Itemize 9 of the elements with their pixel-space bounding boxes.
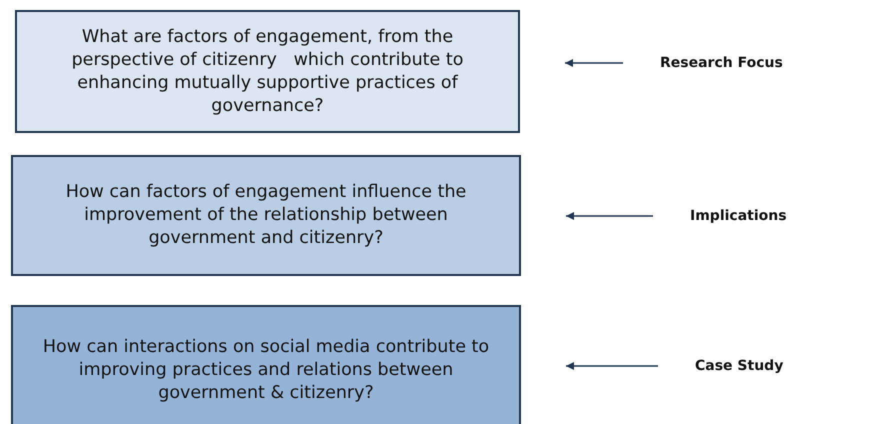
arrow xyxy=(566,212,653,220)
stage-label: Research Focus xyxy=(660,51,870,75)
arrow xyxy=(565,59,623,67)
question-box: How can factors of engagement influence the improvement of the relationship between government and citizenry? xyxy=(11,155,521,276)
stage-label: Implications xyxy=(690,204,870,228)
question-box: What are factors of engagement, from the perspective of citizenry which contribute to enhancing mutually supportive practices of governance? xyxy=(15,10,520,133)
arrow xyxy=(566,362,658,370)
stage-label: Case Study xyxy=(695,354,865,378)
question-box: How can interactions on social media contribute to improving practices and relations between government & citizenry? xyxy=(11,305,521,424)
